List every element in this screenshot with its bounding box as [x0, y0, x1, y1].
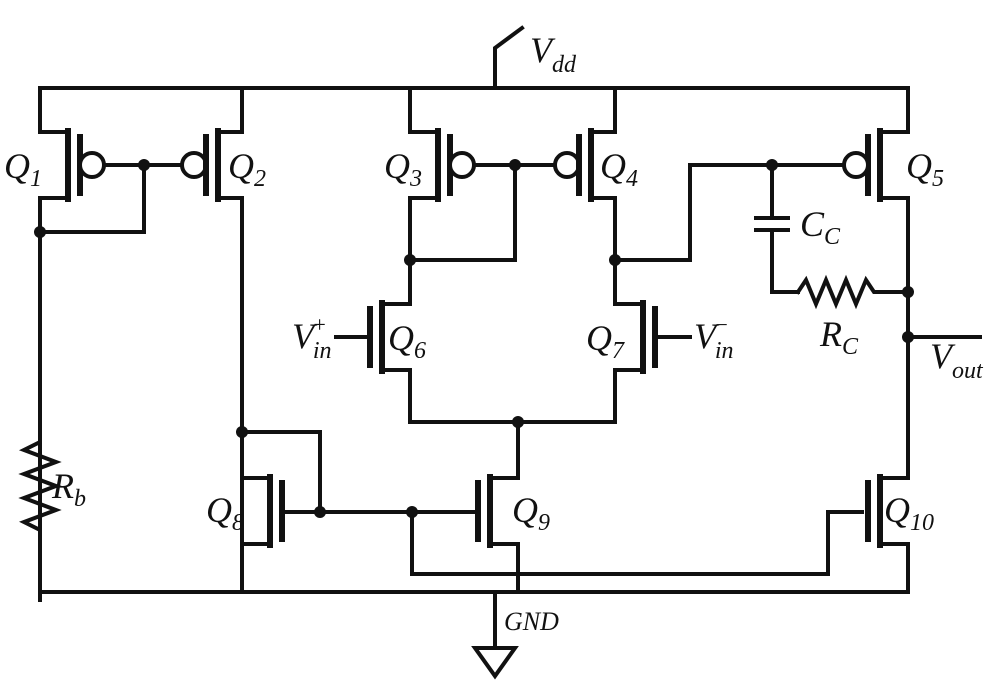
cc-label: CC — [800, 204, 841, 250]
transistor-q3 — [408, 86, 476, 306]
vdd-rail — [38, 25, 910, 90]
vin-pos-label: V+in — [292, 312, 332, 364]
transistor-q10 — [865, 474, 910, 594]
transistor-q6 — [334, 300, 412, 424]
q3-label: Q3 — [384, 146, 422, 192]
gnd-label: GND — [504, 607, 559, 636]
transistor-q2 — [180, 86, 244, 594]
vout-label: Vout — [930, 336, 984, 384]
resistor-rb — [18, 418, 62, 594]
q7-label: Q7 — [586, 318, 625, 364]
transistor-q8 — [240, 430, 478, 548]
tail-node-wire — [408, 420, 617, 480]
vdd-label: Vdd — [530, 30, 577, 78]
q9-label: Q9 — [512, 490, 550, 536]
vin-neg-label: V−in — [694, 312, 734, 364]
rb-label: Rb — [51, 466, 86, 512]
q10-label: Q10 — [884, 490, 934, 536]
gnd-rail — [38, 590, 910, 650]
ground-symbol — [471, 646, 519, 680]
transistor-q1 — [38, 86, 184, 602]
q4-label: Q4 — [600, 146, 638, 192]
junction-dots — [34, 159, 914, 518]
q5-label: Q5 — [906, 146, 944, 192]
transistor-q7 — [613, 300, 692, 424]
q6-label: Q6 — [388, 318, 426, 364]
q1-label: Q1 — [4, 146, 42, 192]
rc-label: RC — [819, 314, 859, 360]
resistor-rc — [795, 274, 910, 310]
q2-label: Q2 — [228, 146, 266, 192]
transistor-q4 — [408, 86, 617, 306]
bias-line-q10 — [410, 510, 864, 576]
capacitor-cc — [754, 163, 800, 294]
q8-label: Q8 — [206, 490, 244, 536]
